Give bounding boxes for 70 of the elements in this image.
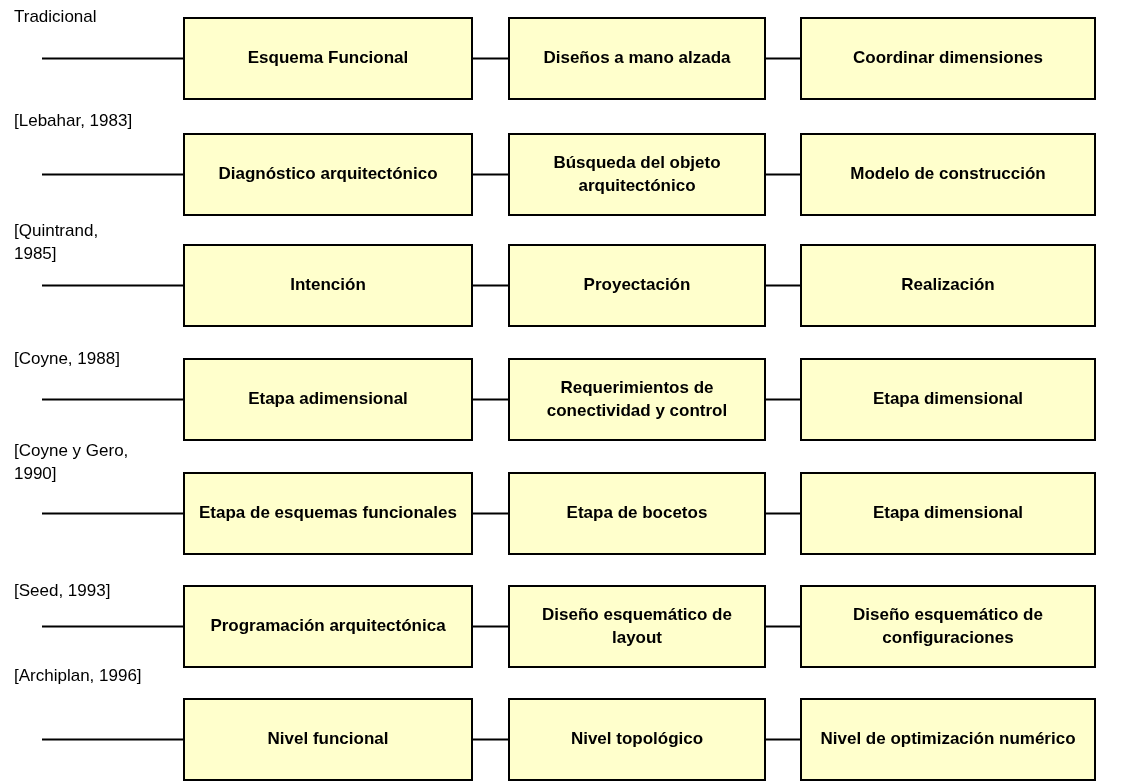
box-label: Requerimientos de conectividad y control [545, 377, 729, 422]
process-box [800, 585, 1096, 668]
process-box [508, 698, 766, 781]
process-box [800, 698, 1096, 781]
process-box [183, 585, 473, 668]
connector-line [765, 57, 801, 60]
process-box [508, 244, 766, 327]
source-label: [Archiplan, 1996] [14, 665, 143, 687]
process-box [183, 472, 473, 555]
connector-line [472, 284, 509, 287]
box-label: Diagnóstico arquitectónico [218, 163, 438, 186]
process-box [800, 358, 1096, 441]
box-label: Búsqueda del objeto arquitectónico [552, 152, 722, 197]
connector-line [472, 398, 509, 401]
source-label: [Coyne, 1988] [14, 348, 121, 370]
connector-line [765, 173, 801, 176]
connector-line [472, 57, 509, 60]
process-box [183, 244, 473, 327]
process-box [800, 17, 1096, 100]
process-box [183, 133, 473, 216]
connector-line [41, 57, 184, 60]
connector-line [472, 625, 509, 628]
connector-line [472, 173, 509, 176]
box-label: Intención [290, 274, 366, 297]
connector-line [41, 625, 184, 628]
box-label: Diseño esquemático de layout [541, 604, 733, 649]
source-label: [Lebahar, 1983] [14, 110, 134, 132]
process-box [183, 698, 473, 781]
connector-line [765, 625, 801, 628]
box-label: Programación arquitectónica [210, 615, 446, 638]
process-box [508, 585, 766, 668]
box-label: Etapa dimensional [872, 502, 1024, 525]
box-label: Diseños a mano alzada [543, 47, 731, 70]
process-box [183, 358, 473, 441]
connector-line [765, 512, 801, 515]
process-box [800, 472, 1096, 555]
source-label: Tradicional [14, 6, 98, 28]
source-label: [Quintrand, 1985] [14, 220, 100, 265]
process-box [508, 358, 766, 441]
process-box [800, 244, 1096, 327]
box-label: Esquema Funcional [247, 47, 409, 70]
box-label: Nivel topológico [570, 728, 704, 751]
connector-line [41, 284, 184, 287]
box-label: Modelo de construcción [850, 163, 1046, 186]
box-label: Proyectación [583, 274, 691, 297]
connector-line [41, 173, 184, 176]
process-box [508, 17, 766, 100]
box-label: Etapa adimensional [248, 388, 408, 411]
box-label: Realización [901, 274, 995, 297]
connector-line [765, 398, 801, 401]
box-label: Nivel funcional [267, 728, 389, 751]
process-box [183, 17, 473, 100]
source-label: [Seed, 1993] [14, 580, 112, 602]
connector-line [41, 738, 184, 741]
connector-line [41, 398, 184, 401]
connector-line [472, 512, 509, 515]
process-box [508, 133, 766, 216]
box-label: Nivel de optimización numérico [820, 728, 1076, 751]
process-box [800, 133, 1096, 216]
box-label: Coordinar dimensiones [853, 47, 1043, 70]
connector-line [41, 512, 184, 515]
connector-line [765, 738, 801, 741]
process-box [508, 472, 766, 555]
connector-line [765, 284, 801, 287]
connector-line [472, 738, 509, 741]
box-label: Etapa de esquemas funcionales [199, 502, 457, 525]
box-label: Etapa dimensional [872, 388, 1024, 411]
source-label: [Coyne y Gero, 1990] [14, 440, 130, 485]
box-label: Diseño esquemático de configuraciones [852, 604, 1044, 649]
box-label: Etapa de bocetos [566, 502, 708, 525]
